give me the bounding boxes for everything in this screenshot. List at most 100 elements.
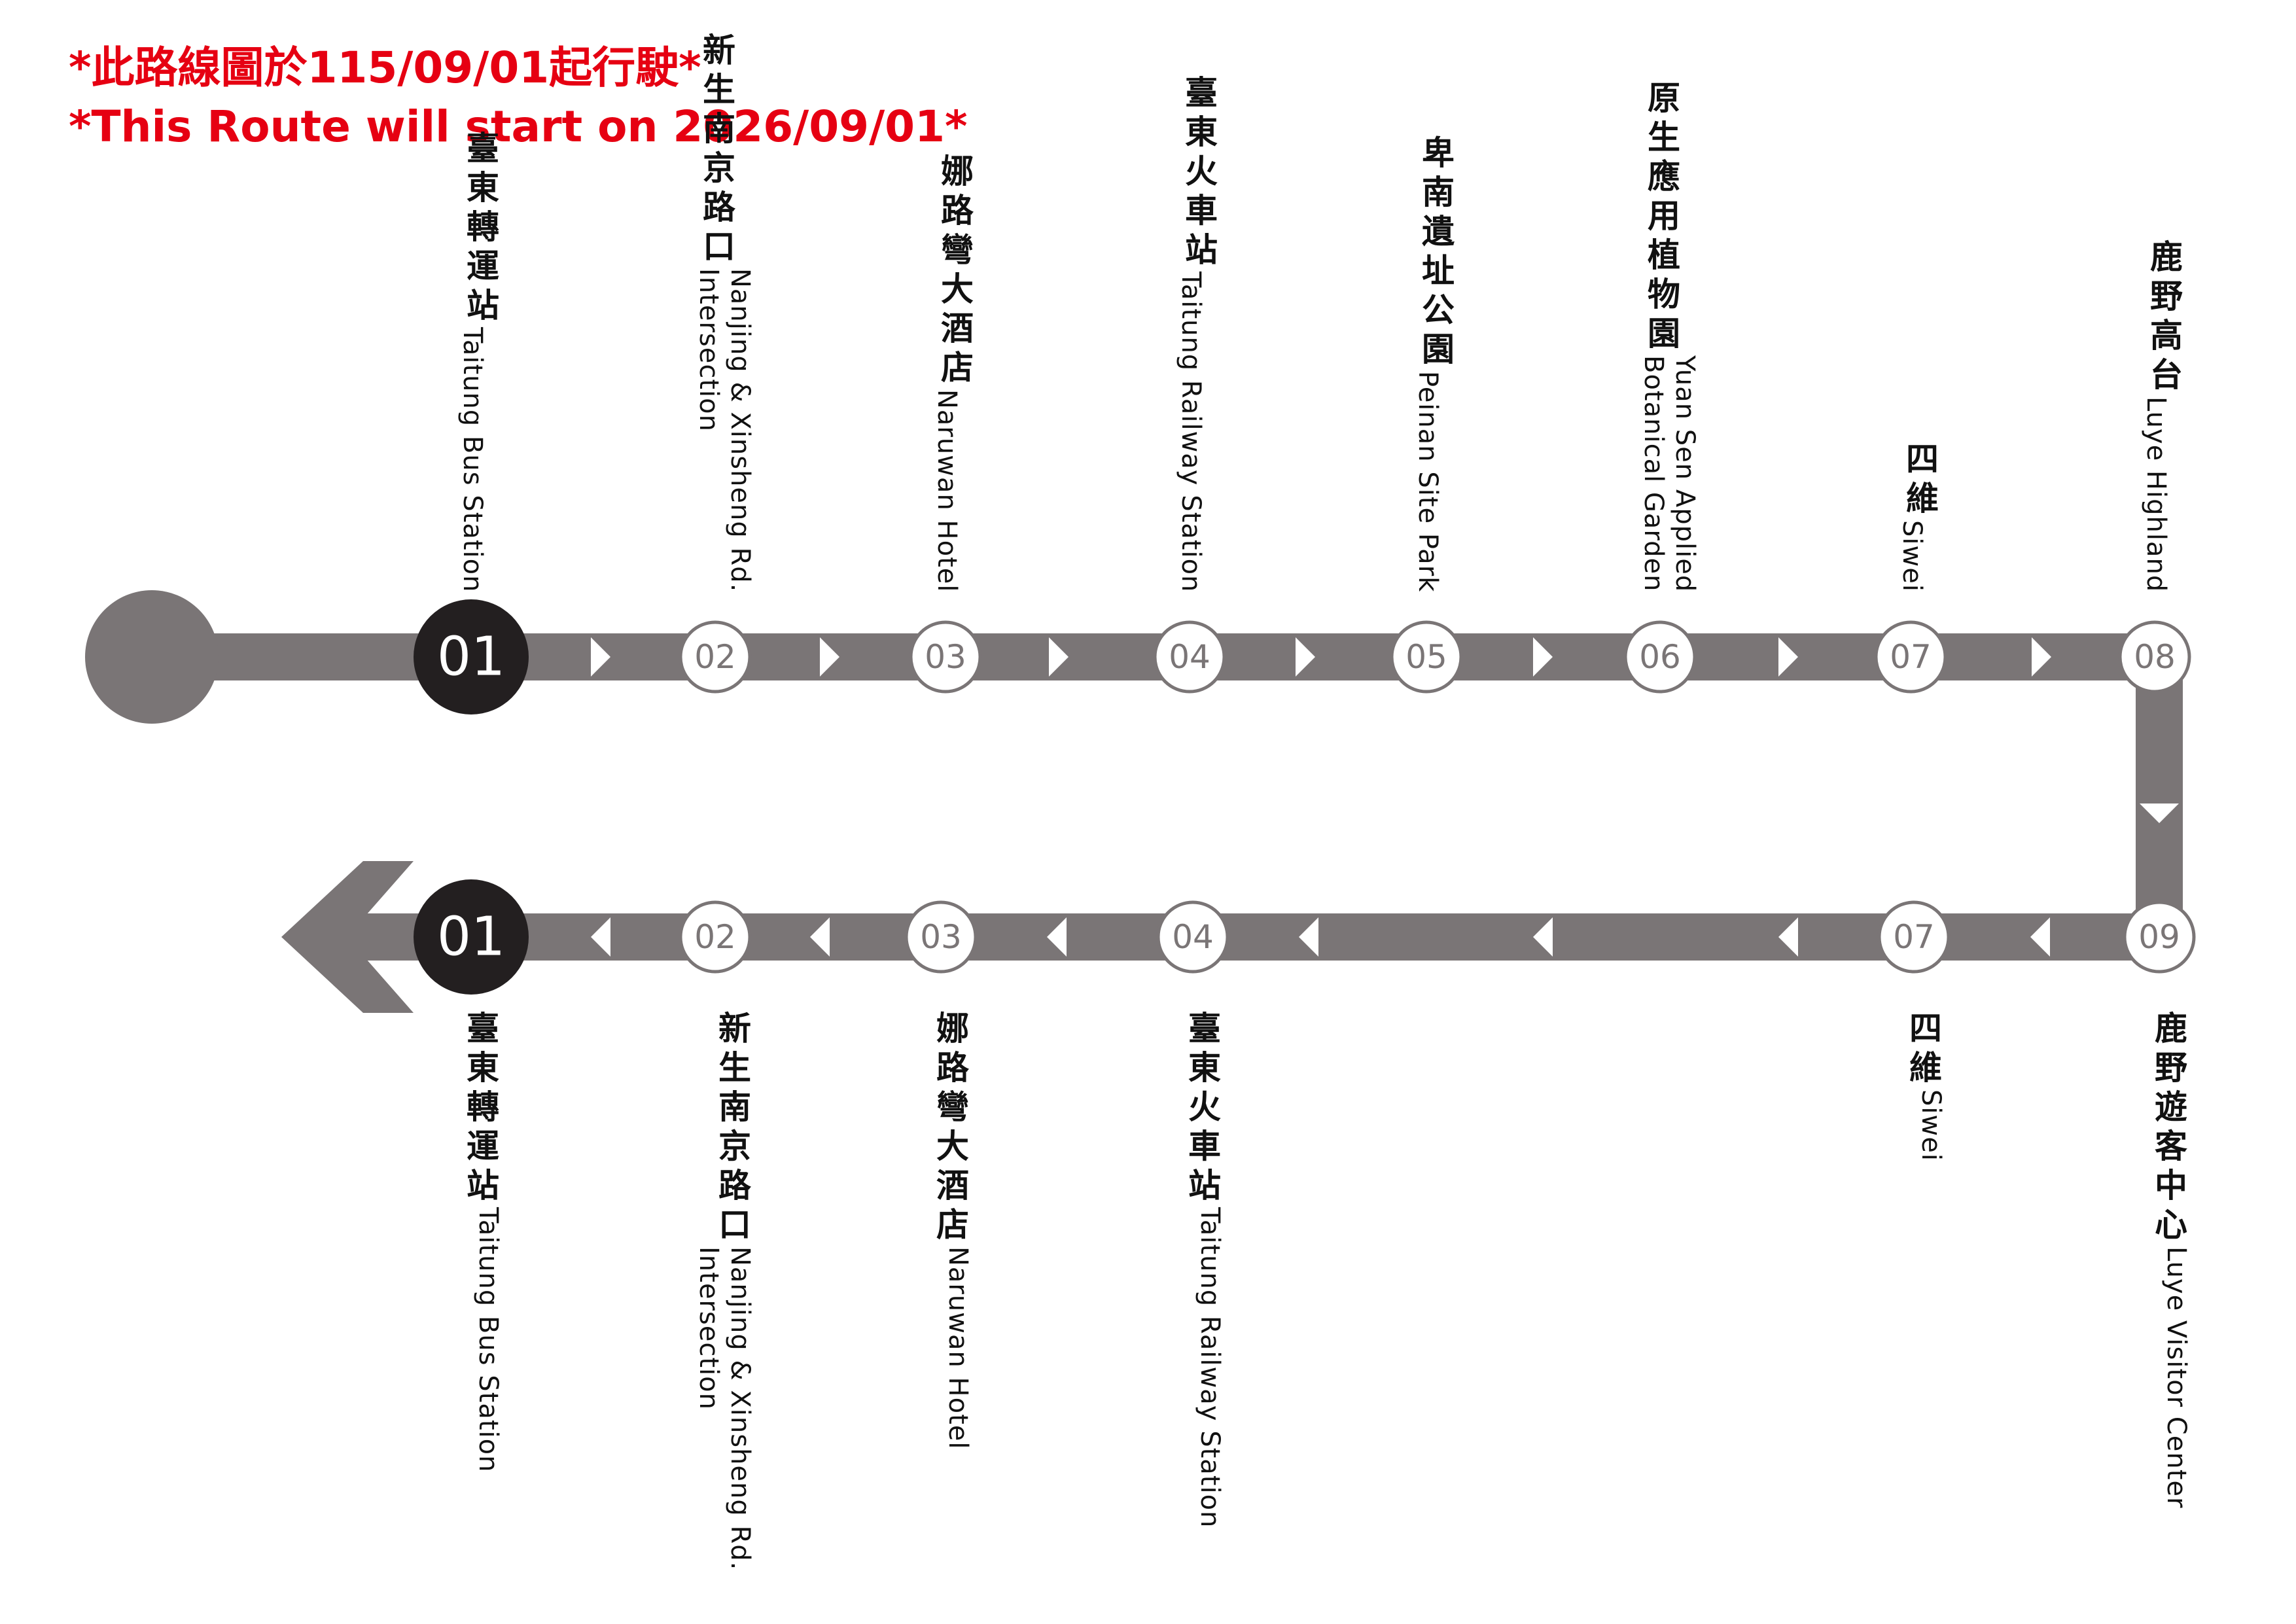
stop-name-en: Siwei <box>1916 1089 1946 1161</box>
stop-circle <box>2123 900 2196 974</box>
stop-number: 04 <box>1172 918 1214 956</box>
stop-circle <box>904 900 978 974</box>
stop-circle <box>1623 620 1697 694</box>
direction-arrow-icon <box>1296 637 1315 677</box>
stop-name-en: Taitung Railway Station <box>1195 1207 1225 1528</box>
stop-name-en: Naruwan Hotel <box>943 1246 973 1450</box>
stop-number: 03 <box>920 918 962 956</box>
stop-name-zh: 臺東轉運站 <box>461 1011 499 1207</box>
stop-name-zh: 四維 <box>1901 442 1939 520</box>
stop-name-zh: 臺東火車站 <box>1183 1011 1221 1207</box>
stop-marker-return-02: 02 <box>679 900 752 974</box>
direction-arrow-icon <box>2140 803 2179 823</box>
direction-arrow-icon <box>2030 917 2050 957</box>
direction-arrow-icon <box>1299 917 1318 957</box>
stop-name-en: Taitung Bus Station <box>473 1207 503 1473</box>
stop-name-zh: 原生應用植物園 <box>1642 80 1680 355</box>
stop-circle <box>679 900 752 974</box>
stop-number: 03 <box>925 638 966 676</box>
stop-name-en: Siwei <box>1897 520 1927 592</box>
direction-arrow-icon <box>1049 637 1069 677</box>
stop-name-zh: 四維 <box>1904 1011 1942 1089</box>
direction-arrow-icon <box>820 637 839 677</box>
stop-circle <box>414 879 529 995</box>
stop-name-en: Taitung Bus Station <box>457 327 487 593</box>
stop-name-en: Naruwan Hotel <box>932 389 962 593</box>
stop-marker-outbound-03: 03 <box>909 620 982 694</box>
stop-marker-outbound-06: 06 <box>1623 620 1697 694</box>
stop-marker-return-04: 04 <box>1156 900 1229 974</box>
stop-name-en: Yuan Sen Applied Botanical Garden <box>1638 355 1700 593</box>
stop-marker-outbound-08: 08 <box>2118 620 2191 694</box>
stop-number: 02 <box>694 638 736 676</box>
connector-line <box>2136 657 2183 937</box>
stop-marker-outbound-02: 02 <box>679 620 752 694</box>
stop-circle <box>1877 900 1951 974</box>
direction-arrow-icon <box>1533 637 1553 677</box>
direction-arrow-icon <box>810 917 830 957</box>
stop-name-zh: 鹿野遊客中心 <box>2149 1011 2187 1246</box>
direction-arrow-icon <box>591 637 610 677</box>
route-start-notice-en: *This Route will start on 2026/09/01* <box>69 101 968 152</box>
direction-arrow-icon <box>2032 637 2051 677</box>
stop-name-zh: 臺東火車站 <box>1180 75 1218 272</box>
stop-number: 09 <box>2138 918 2180 956</box>
stop-name-en: Nanjing & Xinsheng Rd. Intersection <box>694 268 755 593</box>
stop-marker-outbound-07: 07 <box>1874 620 1947 694</box>
stop-circle <box>2118 620 2191 694</box>
stop-name-zh: 新生南京路口 <box>698 33 735 268</box>
route-start-notice-zh: *此路線圖於115/09/01起行駛* <box>69 43 701 93</box>
direction-arrow-icon <box>1778 637 1798 677</box>
stop-circle <box>1153 620 1226 694</box>
stop-name-en: Luye Visitor Center <box>2161 1246 2191 1509</box>
direction-arrow-icon <box>591 917 610 957</box>
stop-name-zh: 娜路彎大酒店 <box>931 1011 969 1246</box>
stop-marker-return-09: 09 <box>2123 900 2196 974</box>
stop-number: 04 <box>1169 638 1210 676</box>
stop-circle <box>1156 900 1229 974</box>
stop-number: 01 <box>437 906 505 968</box>
stop-name-zh: 娜路彎大酒店 <box>936 154 974 389</box>
stop-number: 06 <box>1639 638 1681 676</box>
stop-marker-outbound-04: 04 <box>1153 620 1226 694</box>
stop-circle <box>909 620 982 694</box>
direction-arrow-icon <box>1778 917 1798 957</box>
stop-name-en: Luye Highland <box>2141 397 2171 593</box>
stop-name-zh: 鹿野高台 <box>2145 239 2183 397</box>
stop-marker-outbound-01: 01 <box>414 599 529 715</box>
stop-number: 05 <box>1405 638 1447 676</box>
stop-number: 07 <box>1893 918 1935 956</box>
route-end-arrow-icon <box>281 861 414 1013</box>
stop-marker-return-03: 03 <box>904 900 978 974</box>
direction-arrow-icon <box>1533 917 1553 957</box>
stop-name-en: Nanjing & Xinsheng Rd. Intersection <box>694 1246 755 1571</box>
stop-name-zh: 卑南遺址公園 <box>1417 135 1455 371</box>
stop-circle <box>1874 620 1947 694</box>
stop-circle <box>1390 620 1463 694</box>
stop-number: 01 <box>437 626 505 688</box>
stop-name-en: Peinan Site Park <box>1413 371 1443 593</box>
stop-name-zh: 臺東轉運站 <box>461 131 499 327</box>
stop-circle <box>414 599 529 715</box>
stop-number: 07 <box>1890 638 1932 676</box>
stop-number: 08 <box>2134 638 2176 676</box>
stop-marker-return-01: 01 <box>414 879 529 995</box>
stop-circle <box>679 620 752 694</box>
direction-arrow-icon <box>1047 917 1067 957</box>
stop-name-en: Taitung Railway Station <box>1176 272 1206 593</box>
